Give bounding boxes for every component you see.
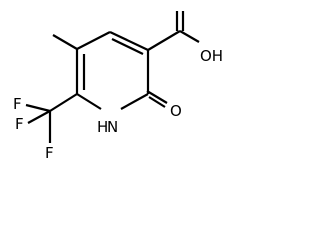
bond-c6-n1 (76, 93, 102, 110)
atom-label-f-left: F (15, 115, 24, 133)
bond-c2-o-double-b (148, 96, 166, 108)
bond-c6-cf3 (49, 93, 78, 112)
atom-label-nh-h: H (97, 118, 108, 136)
bond-c4-c5 (76, 31, 111, 50)
atom-label-f-bottom: F (45, 144, 54, 162)
chemical-structure: OH O H N F F F (13, 11, 223, 162)
atom-label-oh: OH (200, 47, 223, 65)
bond-c2-o-double-a (146, 90, 168, 104)
bond-cf3-f-top (25, 103, 51, 113)
atom-label-n: N (107, 118, 118, 136)
bond-n1-c2 (120, 93, 149, 110)
bond-c4-c3 (109, 31, 149, 51)
bond-methyl (52, 34, 78, 50)
atom-label-f-top: F (13, 95, 22, 113)
bond-cooh-oh (179, 30, 200, 43)
bond-c3-cooh (147, 30, 181, 51)
bond-c4-c3-double (111, 38, 144, 55)
bond-cf3-f-left (27, 110, 51, 124)
atom-label-carbonyl-o: O (170, 102, 182, 120)
